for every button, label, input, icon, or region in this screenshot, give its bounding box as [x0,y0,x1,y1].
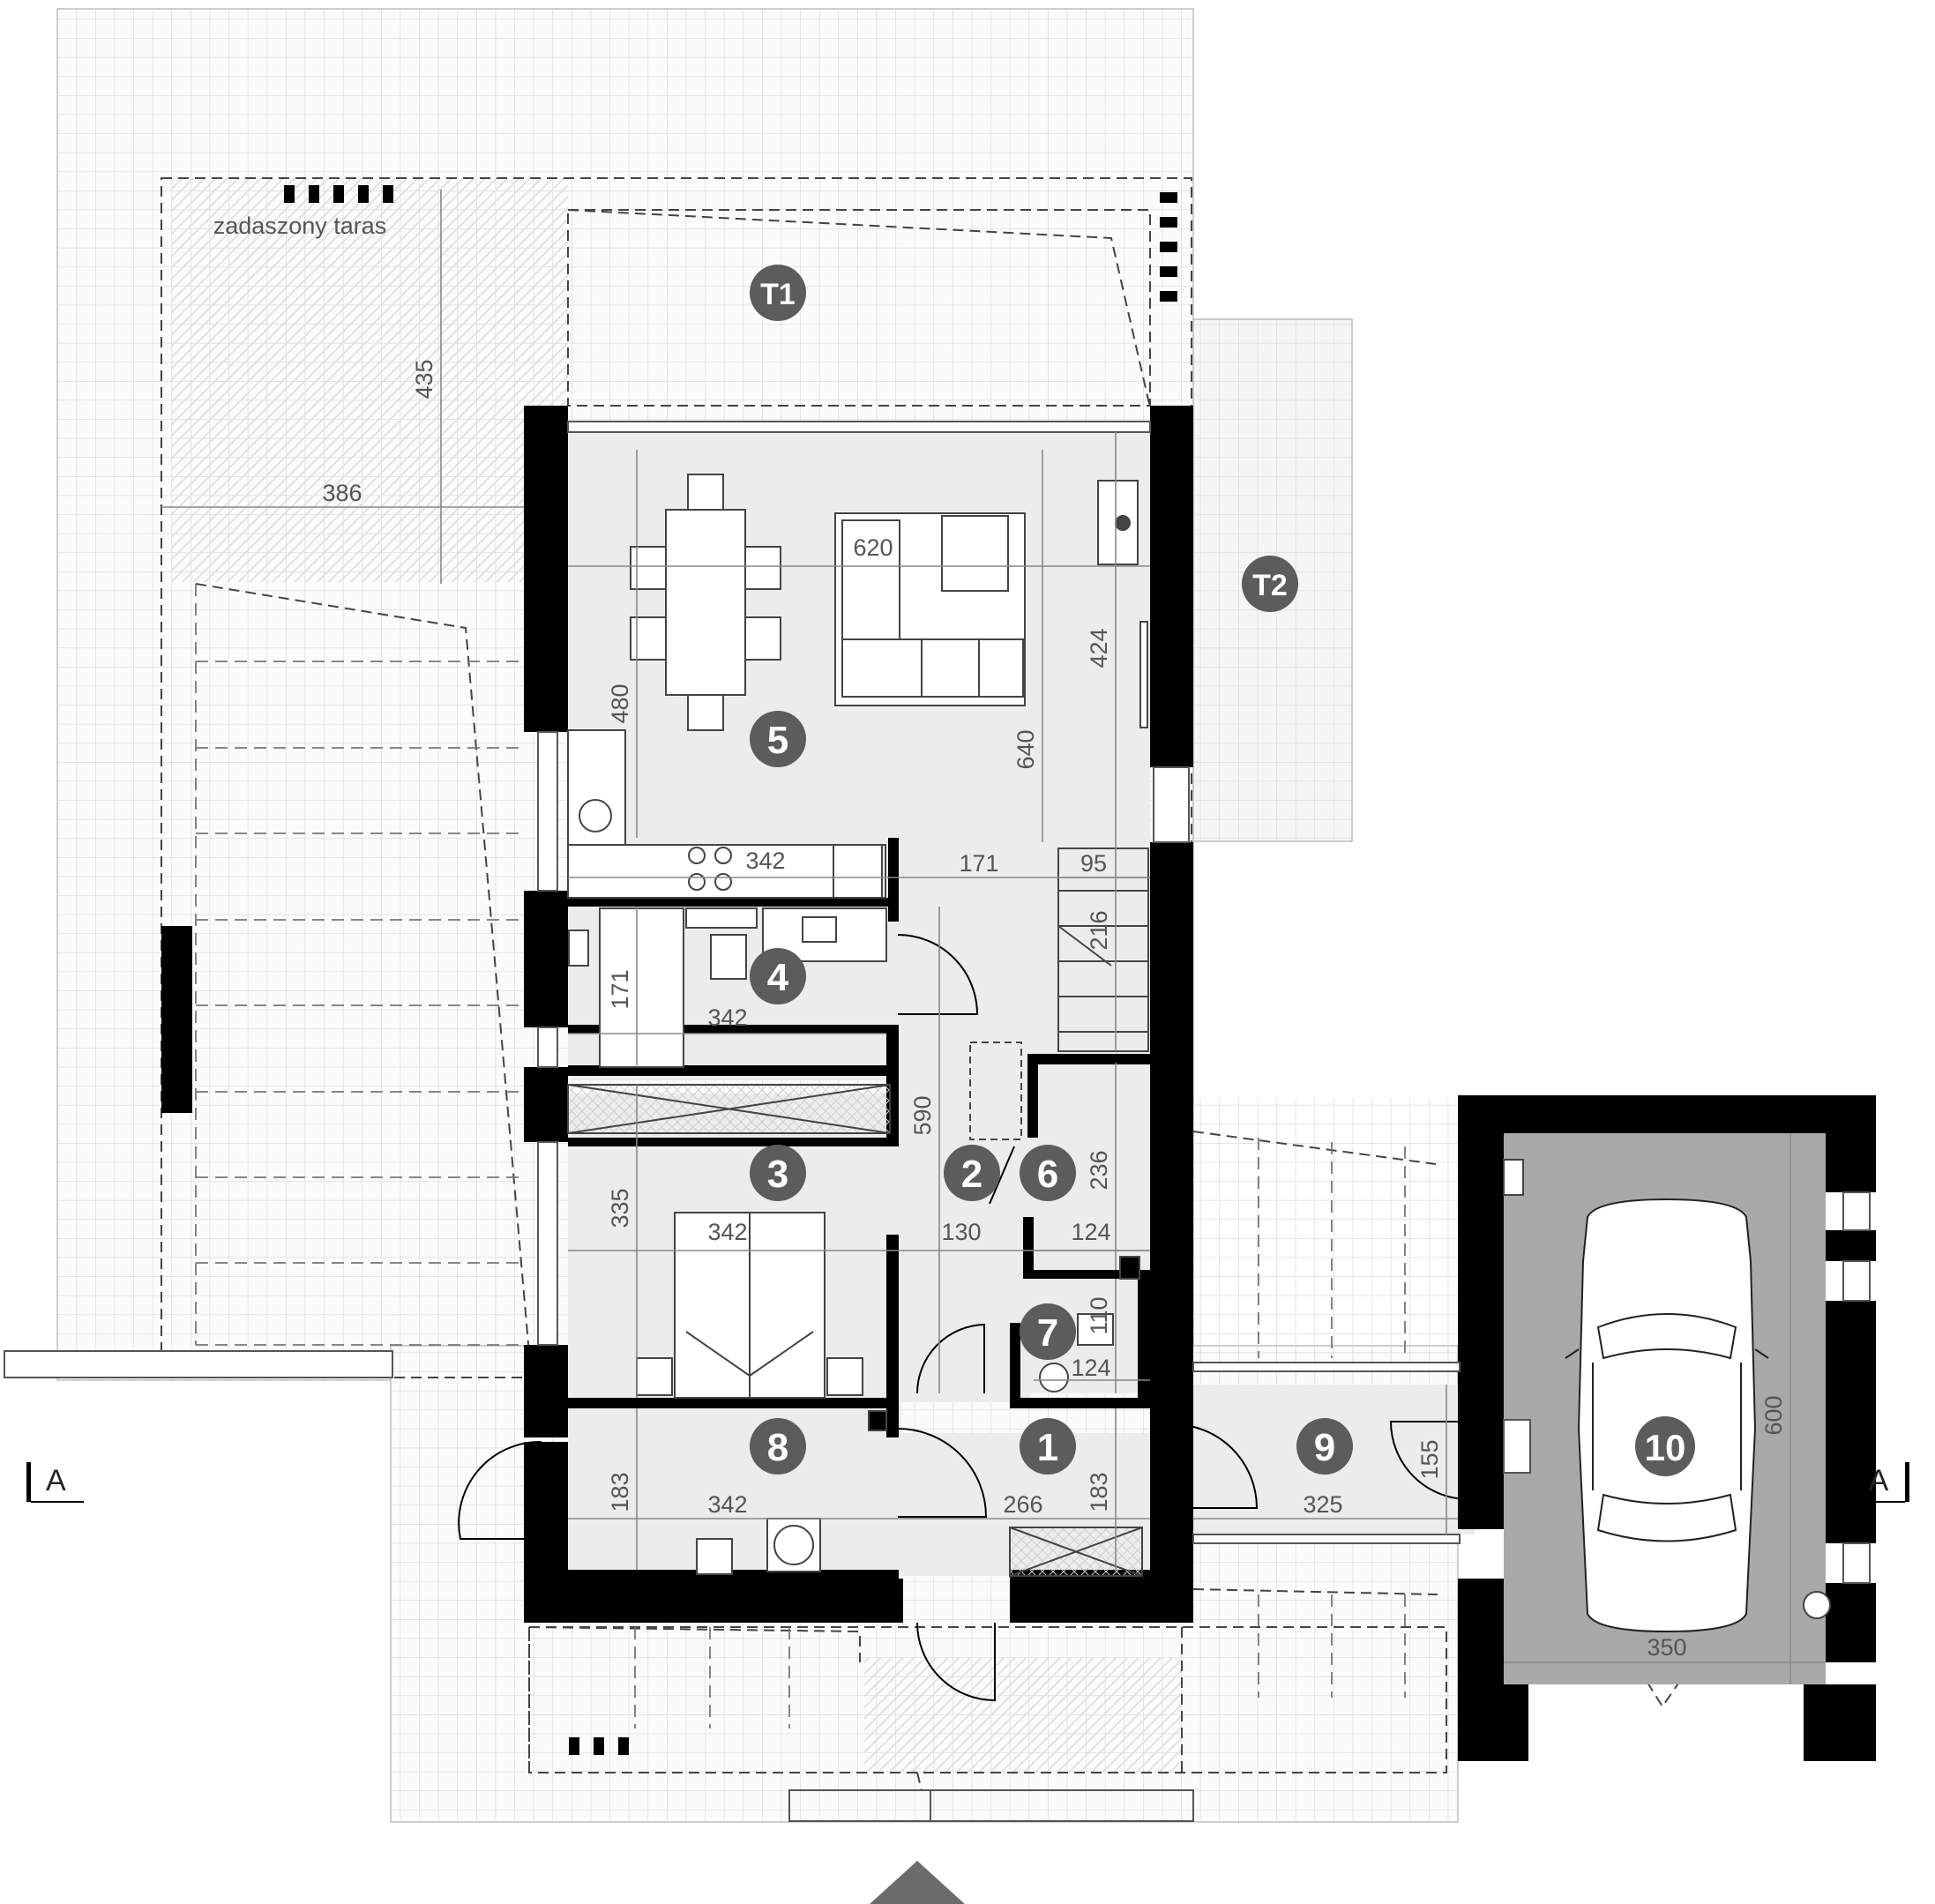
dim-435: 435 [411,359,437,399]
dim-124-r6: 124 [1071,1219,1110,1245]
room-badge-3: 3 [750,1145,806,1201]
yard-rows [195,584,1406,1729]
svg-text:7: 7 [1037,1311,1058,1355]
room-badge-9: 9 [1296,1418,1353,1475]
room-badge-10: 10 [1635,1416,1695,1476]
entrance [4,1350,1194,1822]
dim-124-r7: 124 [1071,1355,1110,1381]
dim-342-r8: 342 [707,1491,747,1518]
car [1565,1198,1769,1633]
svg-text:8: 8 [767,1426,788,1469]
dim-130: 130 [941,1219,981,1245]
svg-text:4: 4 [767,956,789,999]
section-marker-right: A [1852,1462,1909,1503]
svg-text:1: 1 [1037,1426,1058,1469]
dim-600: 600 [1760,1395,1787,1435]
dim-183-right: 183 [1086,1472,1112,1512]
svg-text:10: 10 [1645,1427,1686,1468]
room-badges: T1 T2 5 4 3 2 6 7 8 1 9 10 [750,265,1695,1476]
dim-236: 236 [1086,1150,1112,1190]
dim-342-r4: 342 [707,1004,747,1031]
room-badge-t2: T2 [1242,556,1298,612]
dim-640: 640 [1012,729,1039,769]
svg-text:T1: T1 [760,278,796,311]
room-badge-t1: T1 [750,265,806,321]
furniture [567,474,1831,1619]
terrace-label: zadaszony taras [213,213,387,239]
dim-335: 335 [607,1188,633,1228]
room-badge-6: 6 [1020,1145,1076,1201]
dim-216: 216 [1086,910,1112,950]
dim-620: 620 [853,534,893,561]
svg-text:T2: T2 [1252,569,1288,602]
dim-171-hall: 171 [959,850,998,877]
entrance-arrow [870,1861,965,1904]
windows [537,421,1871,1584]
dim-95: 95 [1080,850,1107,877]
svg-text:3: 3 [767,1153,788,1196]
walls [161,406,1876,1761]
dim-155: 155 [1416,1439,1443,1479]
room-badge-7: 7 [1020,1303,1076,1360]
svg-text:2: 2 [961,1153,982,1196]
svg-text:A: A [46,1464,66,1497]
dim-110: 110 [1086,1296,1112,1334]
dim-424: 424 [1086,628,1112,668]
dimension-lines [161,190,1826,1684]
markers [284,185,1177,1755]
dim-183-left: 183 [607,1472,633,1512]
room-badge-1: 1 [1020,1418,1076,1475]
room-badge-8: 8 [750,1418,806,1475]
section-marker-left: A [26,1462,84,1503]
dim-171-r4: 171 [607,969,633,1009]
room-badge-2: 2 [944,1145,1000,1201]
roof-outline [161,177,1819,1791]
dim-325: 325 [1303,1491,1342,1518]
room-badge-4: 4 [750,948,806,1004]
svg-text:A: A [1869,1464,1889,1497]
svg-text:9: 9 [1314,1426,1335,1469]
svg-text:6: 6 [1037,1153,1058,1196]
dim-342-r3: 342 [707,1219,747,1245]
svg-text:5: 5 [767,719,788,762]
room-badge-5: 5 [750,711,806,767]
dimension-labels: 435 386 620 424 480 640 342 171 95 216 1… [322,359,1787,1661]
dim-480: 480 [607,683,633,723]
dim-386: 386 [322,480,362,506]
dim-590: 590 [909,1095,936,1135]
dim-342-kitchen: 342 [745,847,785,874]
doors [458,934,1469,1702]
dim-266: 266 [1003,1491,1042,1518]
dim-350: 350 [1647,1634,1686,1661]
